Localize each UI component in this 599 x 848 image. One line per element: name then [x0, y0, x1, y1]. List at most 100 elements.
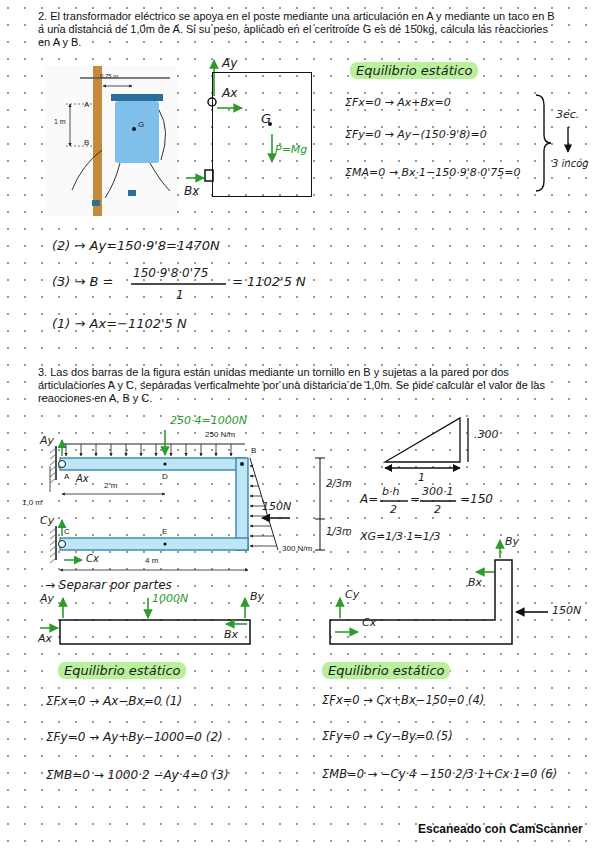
- handwritten-note: ΣMB=0 → 1000·2 −Ay·4=0 (3): [46, 768, 229, 782]
- load-arrow: [250, 516, 268, 517]
- handwritten-note: 150N: [552, 604, 581, 617]
- equation-marks: [131, 95, 568, 501]
- figure-label: A: [64, 472, 69, 482]
- figure-label: 300 N/m: [282, 544, 312, 554]
- wall-hatch: [50, 454, 56, 459]
- handwritten-note: Bx: [184, 184, 199, 198]
- handwritten-note: =150: [460, 492, 493, 506]
- handwritten-note: Ax: [222, 86, 237, 100]
- highlight-heading: Equilibrio estático: [322, 662, 450, 679]
- handwritten-note: Bx: [224, 628, 238, 641]
- load-arrow: [250, 466, 252, 467]
- wall-hatch: [50, 558, 56, 563]
- handwritten-note: ΣFy=0 → Ay+By−1000=0 (2): [46, 730, 223, 744]
- figure-label: C: [64, 527, 70, 537]
- load-arrow: [250, 546, 277, 547]
- handwritten-force: 250·4=1000N: [170, 414, 247, 427]
- figure-label: 1,0 m: [22, 498, 42, 508]
- figure-label: 250 N/m: [205, 430, 235, 440]
- node-text: Equilibrio estático: [356, 63, 472, 78]
- handwritten-note: Cx: [86, 553, 99, 565]
- handwritten-note: ΣFy=0 → Ay−(150·9'8)=0: [345, 128, 487, 141]
- handwritten-note: → Separar por partes: [45, 578, 172, 592]
- figure-label: G: [138, 120, 144, 130]
- node-text: Equilibrio estático: [328, 663, 444, 678]
- wall-hatch: [50, 478, 56, 483]
- load-arrow: [231, 444, 232, 456]
- scanner-watermark: Escaneado con CamScanner: [418, 822, 583, 836]
- wall-hatch: [50, 472, 56, 477]
- handwritten-note: 1/3m: [326, 526, 352, 538]
- handwritten-note: Ax: [76, 473, 89, 485]
- handwritten-note: ΣFy=0 → Cy−By=0 (5): [322, 730, 453, 744]
- handwritten-note: 3 incóg: [552, 158, 589, 170]
- handwritten-note: .300: [474, 428, 499, 441]
- handwritten-note: ΣFx=0 → Ax−Bx=0 (1): [46, 694, 182, 708]
- figure-label: 2 m: [104, 481, 117, 491]
- handwritten-note: By: [250, 590, 264, 603]
- handwritten-note: (3) → B =: [52, 274, 114, 290]
- handwritten-note: 1: [176, 288, 184, 302]
- handwritten-note: =: [410, 492, 420, 506]
- figure-label: 4 m: [145, 556, 158, 566]
- figure-label: B: [251, 446, 256, 456]
- figure-label: A: [84, 100, 89, 110]
- beam-figure: [50, 430, 325, 570]
- load-arrow: [66, 444, 67, 456]
- handwritten-note: 150·9'8·0'75: [133, 266, 208, 280]
- handwritten-note: = 1102'5 N: [232, 274, 306, 290]
- load-arrow: [111, 444, 112, 456]
- load-arrow: [216, 444, 217, 456]
- handwritten-note: Ay: [222, 56, 237, 70]
- load-arrow: [126, 444, 127, 456]
- wall-hatch: [50, 540, 56, 545]
- load-arrow: [171, 444, 172, 456]
- wall-hatch: [50, 546, 56, 551]
- handwritten-note: Cy: [345, 588, 359, 601]
- handwritten-note: 300·1: [422, 485, 454, 498]
- handwritten-note: Bx: [468, 576, 482, 589]
- handwritten-note: A=: [360, 492, 378, 506]
- load-arrow: [201, 444, 202, 456]
- handwritten-note: ΣMA=0 → Bx·1−150·9'8·0'75=0: [345, 166, 520, 179]
- handwritten-note: ΣMB=0 → −Cy·4 −150·2/3·1+Cx·1=0 (6): [322, 768, 557, 782]
- wall-hatch: [50, 460, 56, 465]
- highlight-heading: Equilibrio estático: [350, 62, 478, 79]
- handwritten-note: 3ec.: [556, 108, 579, 121]
- handwritten-note: (2) → Ay=150·9'8=1470N: [52, 238, 220, 254]
- handwritten-force: 1000N: [152, 592, 188, 605]
- handwritten-note: Ax: [38, 632, 52, 645]
- figure-label: B: [84, 138, 89, 148]
- load-arrow: [156, 444, 157, 456]
- load-arrow: [250, 536, 274, 537]
- problem-statement: 3. Las dos barras de la figura están uni…: [38, 366, 563, 406]
- handwritten-note: 2: [434, 503, 441, 516]
- highlight-heading: Equilibrio estático: [58, 662, 186, 679]
- figure-label: 0,75 m: [100, 73, 118, 80]
- handwritten-note: 1: [418, 471, 425, 484]
- handwritten-note: b·h: [382, 485, 399, 498]
- handwritten-note: Ay: [40, 592, 54, 605]
- load-arrow: [250, 476, 255, 477]
- handwritten-note: ΣFx=0 → Cx+Bx−150=0 (4): [322, 694, 484, 708]
- problem-statement: 2. El transformador eléctrico se apoya e…: [38, 10, 563, 50]
- transformer-photo: [45, 66, 177, 216]
- node-text: G: [261, 111, 271, 127]
- handwritten-note: (1) → Ax=−1102'5 N: [52, 316, 187, 332]
- handwritten-note: ΣFx=0 → Ax+Bx=0: [345, 96, 451, 109]
- wall-hatch: [50, 528, 56, 533]
- wall-hatch: [50, 534, 56, 539]
- handwritten-note: Cy: [40, 514, 54, 527]
- free-body-diagram: [186, 60, 272, 181]
- node-text: Equilibrio estático: [64, 663, 180, 678]
- load-arrow: [250, 486, 259, 487]
- handwritten-note: 150N: [262, 500, 291, 513]
- area-triangle: [385, 418, 468, 468]
- wall-hatch: [50, 552, 56, 557]
- handwritten-note: Cx: [362, 616, 376, 629]
- load-arrow: [141, 444, 142, 456]
- wall-hatch: [50, 466, 56, 471]
- handwritten-note: XG=1/3·1=1/3: [360, 530, 440, 543]
